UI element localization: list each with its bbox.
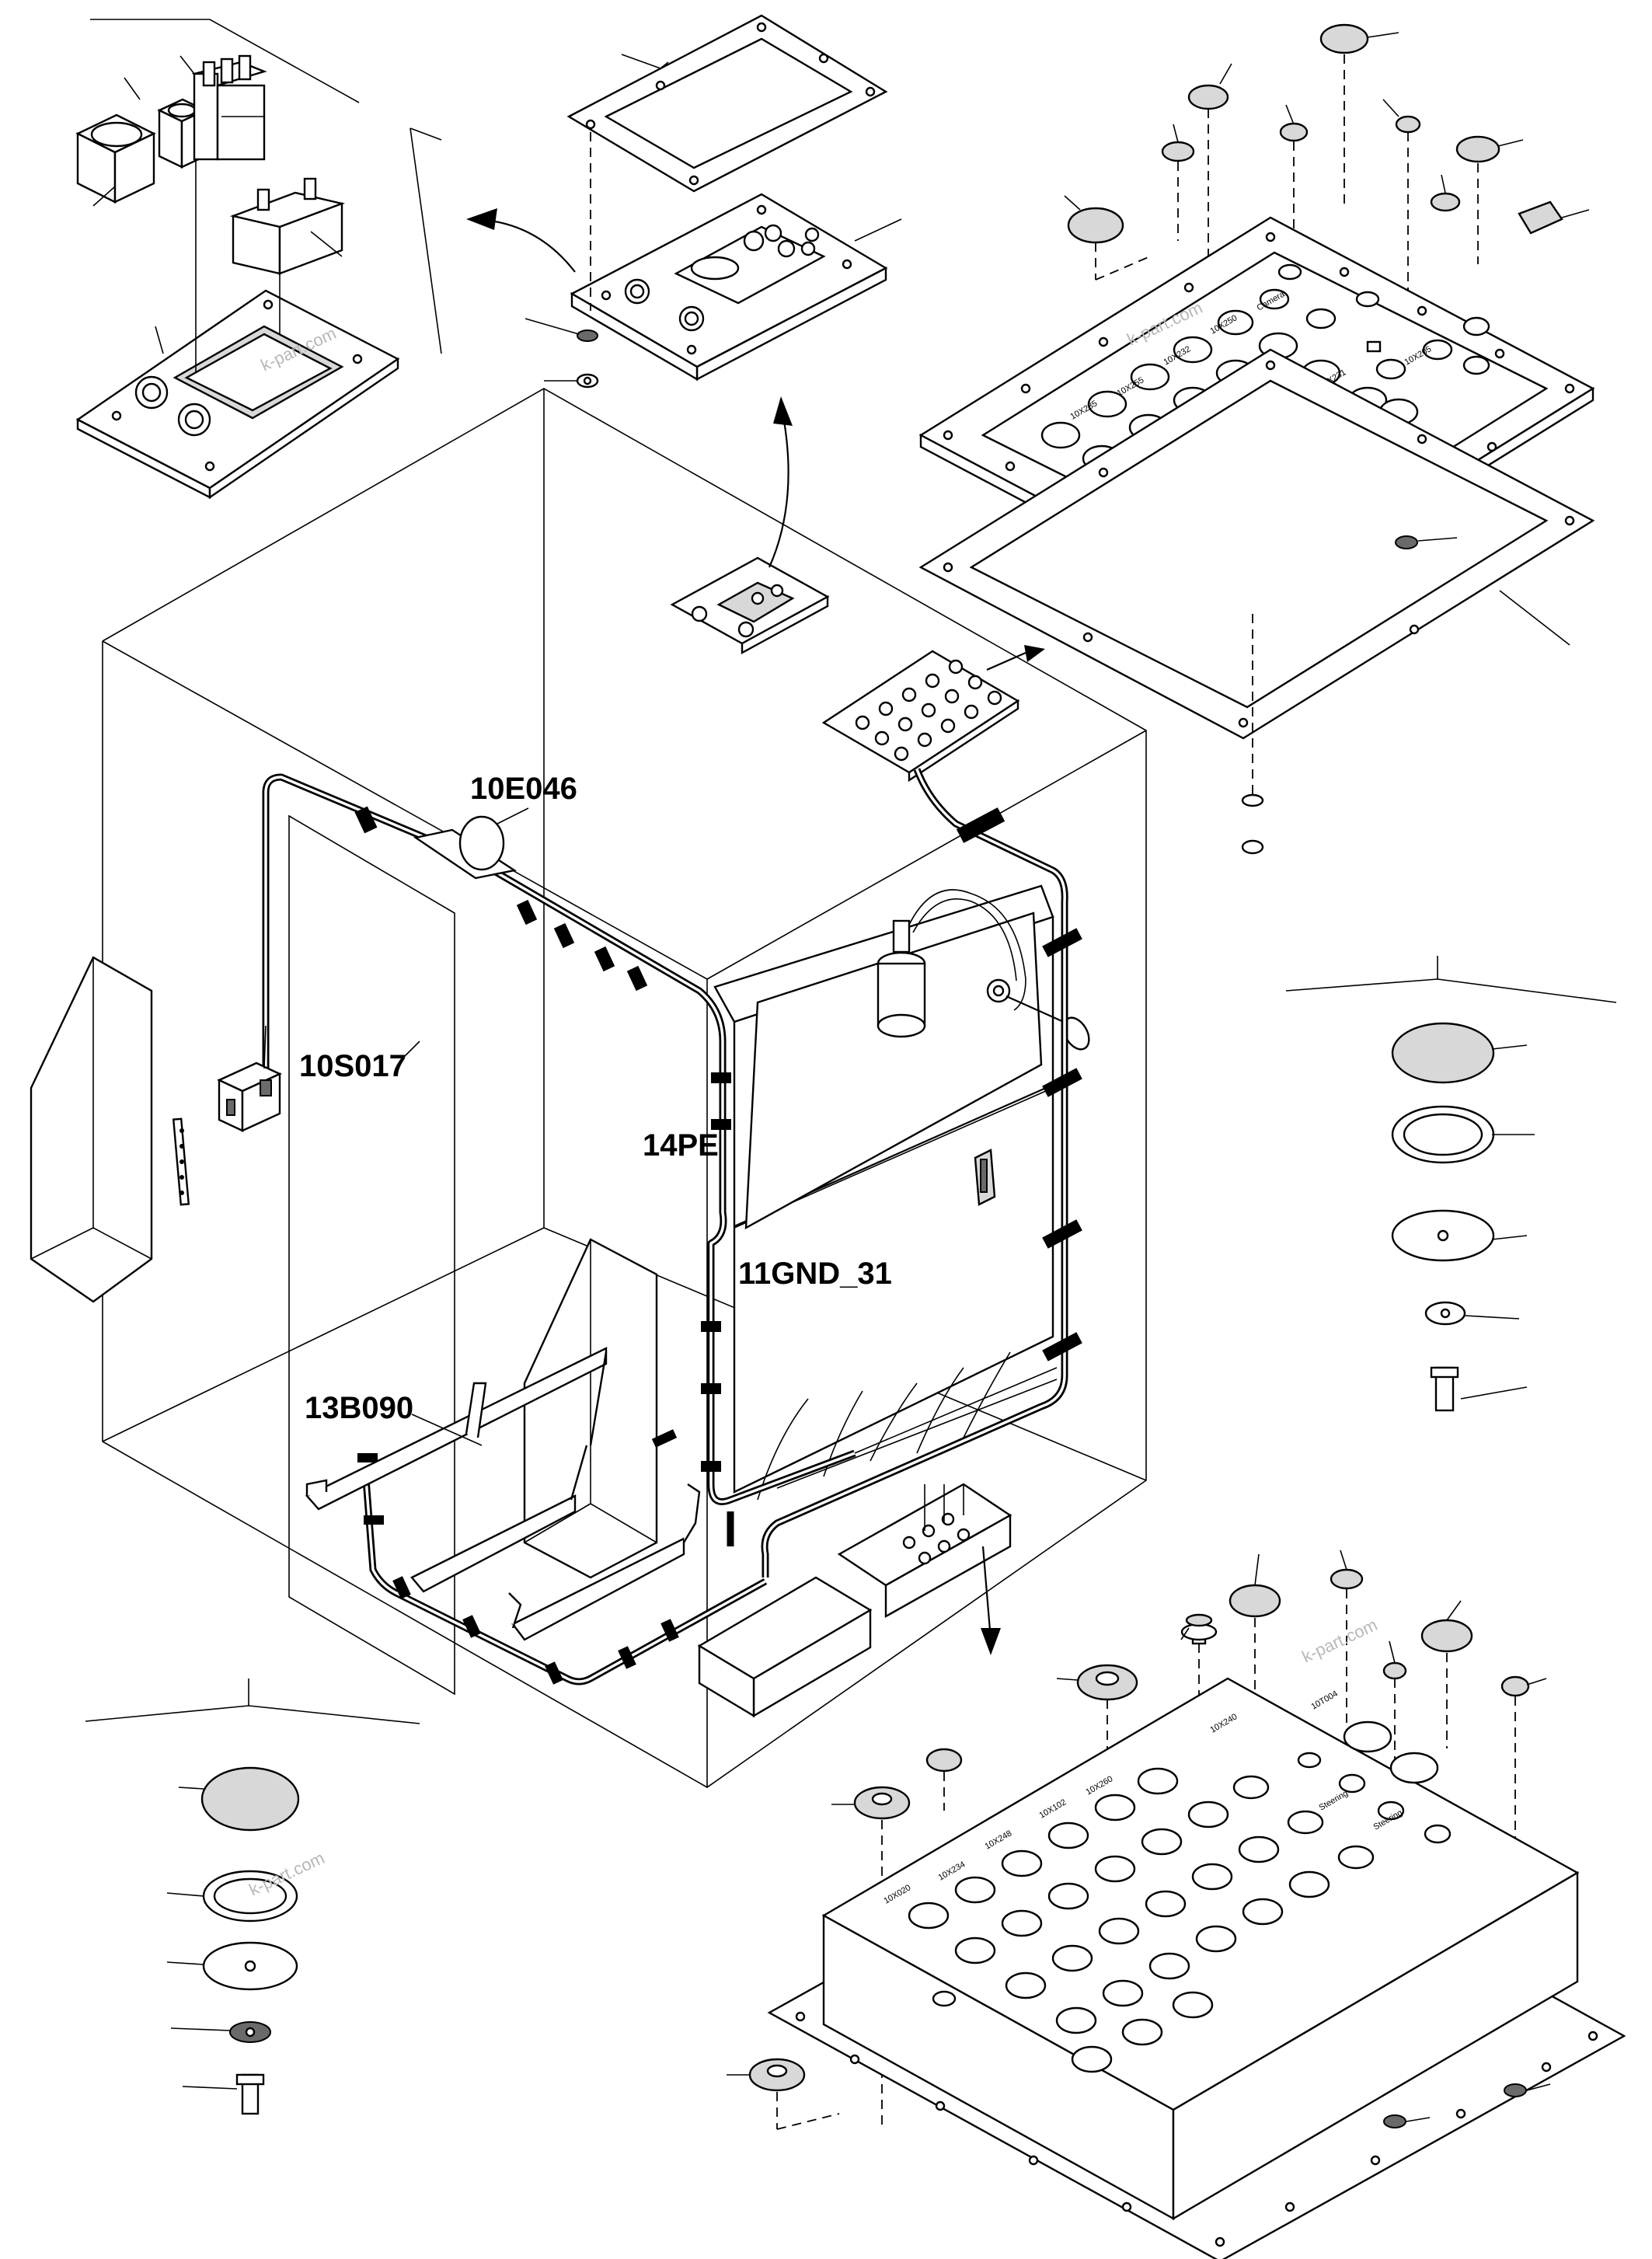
clip-connector (1518, 200, 1563, 235)
small-grid-plate-on-cabinet (821, 645, 1045, 783)
cap-top-right-1 (1319, 23, 1369, 54)
grommet-stack-right (1285, 956, 1617, 1412)
center-top-plate-group (525, 14, 902, 389)
canister-component (877, 889, 1026, 1038)
grommet-stack-left (85, 1679, 420, 2115)
box-top-holes (908, 1720, 1452, 2073)
grommet-b (853, 1786, 911, 1820)
ground-bar (172, 1117, 190, 1206)
grommet-a (1076, 1664, 1138, 1701)
label-10E046: 10E046 (470, 772, 577, 806)
grommet-c (748, 2058, 806, 2092)
fuse-box (229, 177, 346, 275)
relay-detail-group (75, 19, 442, 500)
bracket-13B090 (305, 1347, 701, 1641)
label-14PE: 14PE (643, 1128, 719, 1163)
wiring-harness (262, 768, 1082, 1686)
watermark-3: k-part.com (1299, 1615, 1381, 1667)
label-13B090: 13B090 (305, 1391, 413, 1425)
electrical-box (713, 884, 1090, 1501)
relay-base-plate (75, 159, 400, 500)
svg-text:10T004: 10T004 (1310, 1689, 1340, 1712)
terminal-block (191, 54, 267, 161)
relay-cube-left (75, 113, 156, 204)
cabinet-inner-door (288, 814, 455, 1696)
label-11GND-31: 11GND_31 (738, 1257, 892, 1291)
label-10S017: 10S017 (299, 1049, 406, 1083)
component-10S017 (217, 1025, 420, 1132)
connector-plate-top-right-group: 10X235 10X255 10X232 10X250 Camera 10X23… (918, 23, 1595, 855)
junction-box-bottom (697, 1483, 1012, 1718)
cap-top-right-2 (1187, 84, 1229, 110)
small-plate-on-cabinet (670, 396, 830, 655)
arrow-head-1 (466, 208, 497, 230)
connector-box-bottom-right: 10X020 10X234 10X248 10X102 10X260 10X24… (727, 1550, 1626, 2259)
sensor-component (986, 978, 1090, 1051)
component-10E046 (413, 807, 529, 880)
cable-gland (1180, 1613, 1218, 1645)
